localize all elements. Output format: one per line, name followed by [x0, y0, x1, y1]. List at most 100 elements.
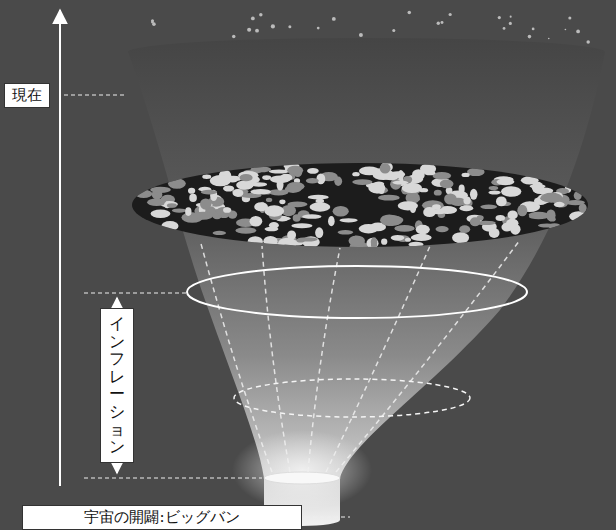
cmb-spot: [517, 205, 527, 217]
cmb-spot: [202, 175, 211, 179]
cmb-spot: [359, 224, 379, 233]
cmb-spot: [394, 225, 414, 232]
cmb-ground: [132, 163, 588, 247]
cmb-spot: [501, 186, 521, 197]
cmb-spot: [216, 207, 232, 216]
cmb-spot: [440, 180, 454, 189]
cmb-spot: [546, 209, 555, 221]
cmb-spot: [412, 169, 425, 180]
cmb-spot: [452, 232, 469, 243]
star-dot: [255, 29, 259, 33]
star-dot: [586, 40, 589, 43]
cmb-spot: [201, 190, 217, 195]
cmb-spot: [569, 211, 588, 221]
star-dot: [392, 29, 395, 32]
cmb-spot: [333, 206, 349, 217]
inflation-end-ring: [187, 266, 527, 318]
cmb-spot: [263, 236, 277, 247]
star-dot: [510, 16, 512, 18]
cmb-spot: [366, 238, 378, 249]
star-dot: [151, 19, 154, 22]
cmb-spot: [310, 202, 331, 211]
cmb-spot: [434, 190, 442, 196]
cmb-spot: [269, 169, 289, 173]
cmb-spot: [297, 237, 317, 241]
cmb-spot: [463, 196, 470, 204]
label-text: インフレーション: [109, 315, 125, 456]
label-text: 現在: [12, 86, 42, 105]
cmb-spot: [380, 163, 391, 173]
cmb-spot: [223, 207, 231, 213]
star-dot: [449, 13, 452, 16]
cmb-spot: [147, 198, 166, 206]
star-dot: [509, 22, 512, 25]
star-dot: [441, 21, 444, 24]
cmb-spot: [339, 218, 357, 222]
vertical-label-box: インフレーション: [100, 308, 134, 463]
star-dot: [152, 22, 156, 26]
cmb-spot: [228, 178, 238, 183]
cmb-spot: [541, 193, 563, 203]
label-box: 現在: [4, 83, 50, 108]
star-dot: [528, 35, 532, 39]
cmb-spot: [308, 195, 329, 200]
cmb-spot: [462, 173, 470, 177]
star-dot: [408, 11, 412, 15]
cmb-spot: [574, 191, 582, 200]
cmb-spot: [470, 217, 481, 226]
star-dot: [532, 28, 535, 31]
star-dot: [317, 27, 320, 30]
cmb-spot: [488, 190, 500, 194]
cmb-spot: [233, 189, 244, 197]
cmb-spot: [185, 207, 191, 216]
cmb-spot: [306, 178, 319, 184]
cmb-spot: [266, 198, 272, 202]
cmb-spot: [193, 212, 213, 220]
star-dot: [259, 13, 262, 16]
expansion-meridians: [200, 240, 520, 472]
cmb-spot: [408, 242, 423, 248]
cmb-spot: [316, 174, 325, 185]
cmb-spot: [381, 239, 387, 245]
cmb-spot: [470, 189, 478, 200]
cmb-spot: [579, 203, 587, 212]
label-box: 宇宙の開闢:ビッグバン: [22, 505, 302, 530]
cmb-spot: [334, 177, 342, 186]
cmb-spot: [549, 217, 556, 222]
cmb-spot: [240, 174, 253, 181]
star-dot: [288, 25, 291, 28]
cmb-spot: [248, 236, 263, 247]
cmb-spot: [200, 198, 211, 209]
cmb-spot: [302, 214, 321, 219]
cmb-spot: [410, 203, 417, 213]
cmb-spot: [250, 182, 267, 186]
cmb-spot: [507, 210, 517, 219]
cmb-spot: [549, 223, 561, 229]
neck-glow: [232, 430, 372, 510]
cmb-spot: [416, 225, 430, 235]
cmb-spot: [296, 238, 304, 242]
star-dot: [576, 30, 580, 34]
cmb-spot: [213, 231, 226, 235]
cmb-spot: [381, 215, 402, 226]
cmb-spot: [391, 235, 405, 241]
leader-lines: [64, 95, 350, 517]
cmb-spot: [168, 178, 186, 188]
cmb-spot: [411, 234, 432, 241]
cmb-spot: [489, 186, 499, 190]
cmb-spot: [435, 226, 448, 232]
cmb-spot: [250, 189, 271, 194]
cmb-spot: [265, 227, 279, 232]
star-dot: [565, 29, 567, 31]
star-dot: [548, 38, 550, 40]
time-arrow: [59, 10, 61, 486]
star-dot: [232, 35, 235, 38]
cmb-spot: [307, 168, 319, 174]
star-dot: [498, 16, 501, 19]
cmb-spot: [315, 227, 323, 238]
bigbang-cap: [264, 472, 340, 484]
cmb-spot: [390, 171, 405, 178]
star-dot: [251, 17, 255, 21]
cmb-spot: [167, 203, 177, 208]
